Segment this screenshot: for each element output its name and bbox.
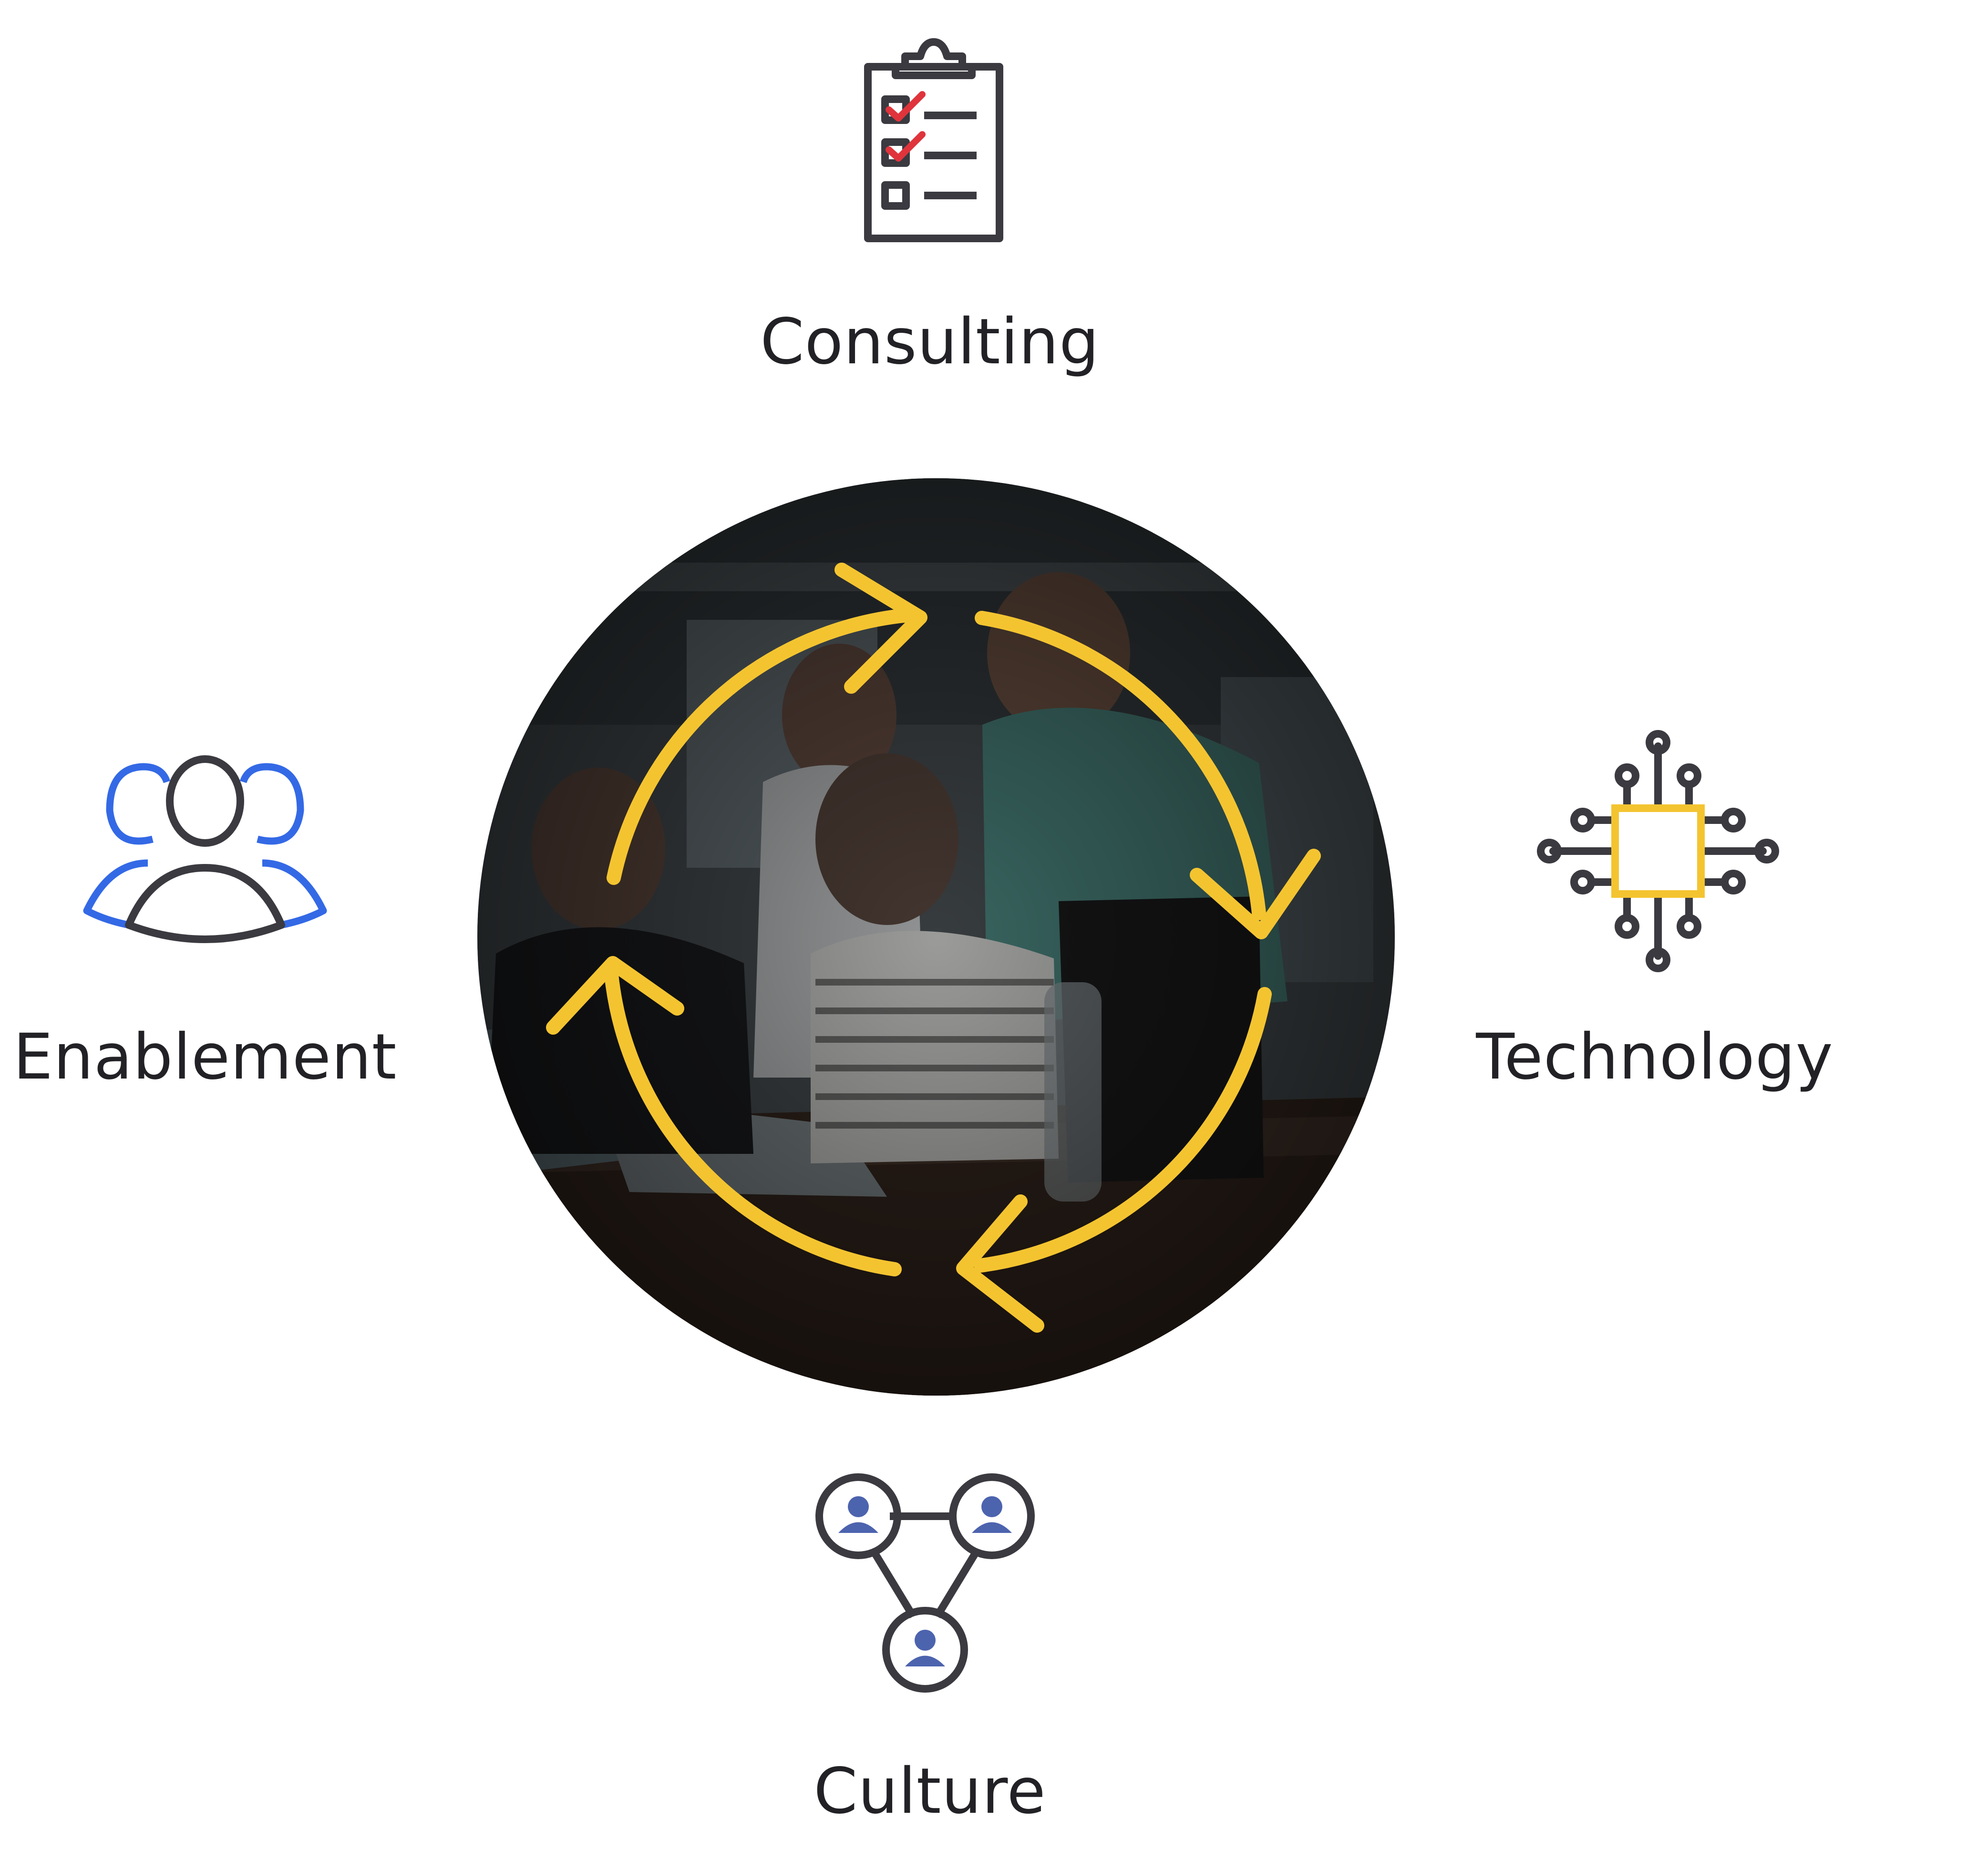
cycle-arrow-top-left bbox=[607, 608, 916, 885]
cycle-arrowhead-bottom-right bbox=[956, 1194, 1044, 1333]
cycle-arrows-icon bbox=[546, 563, 1321, 1333]
cycle-arrow-bottom-right bbox=[974, 987, 1272, 1273]
cycle-arrow-bottom-left bbox=[604, 967, 902, 1276]
cycle-arrowhead-top-right bbox=[1190, 849, 1321, 939]
microchip-icon bbox=[1537, 730, 1779, 972]
user-group-icon bbox=[83, 755, 327, 943]
cycle-arrow-top-right bbox=[975, 611, 1266, 920]
cycle-arrowhead-top-left bbox=[834, 563, 927, 694]
node-label: Consulting bbox=[760, 305, 1100, 379]
node-label: Enablement bbox=[13, 1020, 397, 1094]
clipboard-checklist-icon bbox=[864, 38, 1003, 242]
cycle-arrowhead-bottom-left bbox=[546, 956, 684, 1035]
node-label: Technology bbox=[1476, 1020, 1833, 1094]
node-label: Culture bbox=[814, 1755, 1046, 1828]
people-network-icon bbox=[815, 1473, 1035, 1693]
